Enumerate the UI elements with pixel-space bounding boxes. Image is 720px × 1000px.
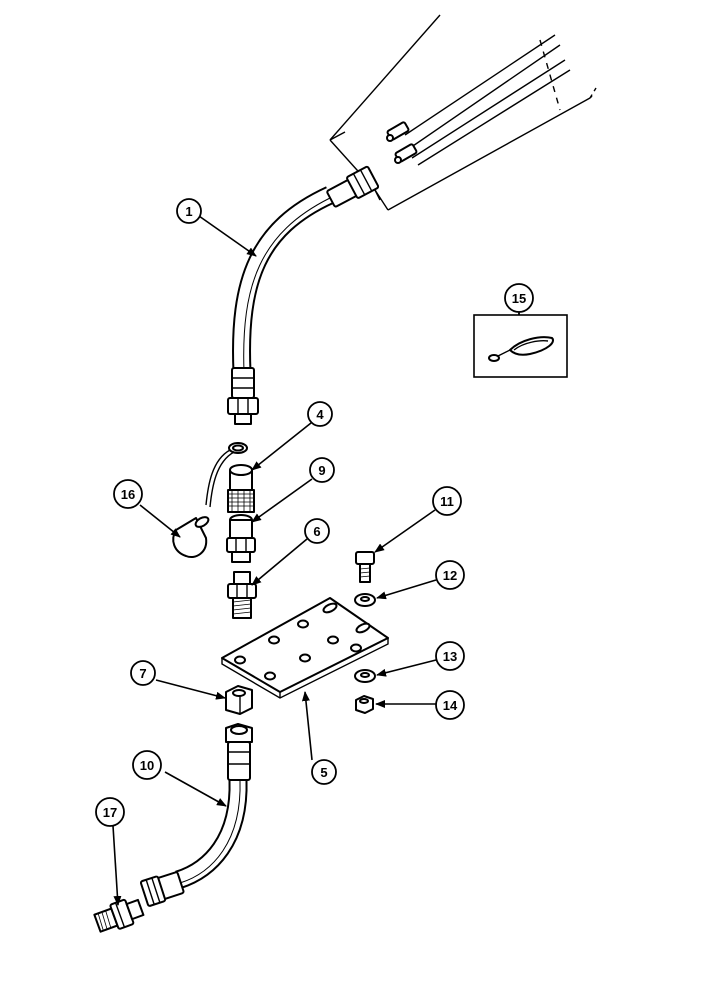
callout-11: 11 [432, 486, 462, 516]
svg-text:17: 17 [103, 805, 117, 820]
callout-13: 13 [435, 641, 465, 671]
callout-9: 9 [309, 457, 335, 483]
callout-15: 15 [504, 283, 534, 313]
svg-text:6: 6 [313, 524, 320, 539]
mounting-plate-5 [221, 597, 389, 699]
hose-assembly-1 [227, 165, 380, 425]
adapter-9 [226, 514, 256, 563]
bolt-11 [355, 551, 375, 583]
svg-text:10: 10 [140, 758, 154, 773]
callout-17: 17 [95, 797, 125, 827]
callout-12: 12 [435, 560, 465, 590]
svg-text:16: 16 [121, 487, 135, 502]
svg-text:4: 4 [316, 407, 324, 422]
washer-13 [354, 669, 376, 683]
boom-frame [329, 14, 597, 211]
callout-14: 14 [435, 690, 465, 720]
frame-fittings [386, 121, 418, 164]
nut-7 [225, 685, 253, 715]
leader-lines [112, 215, 520, 906]
svg-text:13: 13 [443, 649, 457, 664]
inset-box-15 [473, 313, 568, 378]
adapter-6 [227, 571, 257, 619]
svg-text:12: 12 [443, 568, 457, 583]
adapter-17 [93, 898, 145, 933]
dust-cap-16 [172, 442, 248, 558]
quick-coupler-4 [227, 464, 255, 513]
callout-4: 4 [307, 401, 333, 427]
svg-text:7: 7 [139, 666, 146, 681]
svg-text:5: 5 [320, 765, 327, 780]
callout-16: 16 [113, 479, 143, 509]
callout-6: 6 [304, 518, 330, 544]
svg-text:1: 1 [185, 204, 192, 219]
callout-10: 10 [132, 750, 162, 780]
washer-12 [354, 593, 376, 607]
hose-assembly-10 [139, 723, 253, 907]
svg-text:11: 11 [440, 494, 454, 509]
svg-text:14: 14 [443, 698, 458, 713]
callout-5: 5 [311, 759, 337, 785]
svg-text:9: 9 [318, 463, 325, 478]
strap-15 [488, 336, 554, 362]
callout-1: 1 [176, 198, 202, 224]
callout-7: 7 [130, 660, 156, 686]
svg-text:15: 15 [512, 291, 526, 306]
nut-14 [355, 695, 374, 714]
